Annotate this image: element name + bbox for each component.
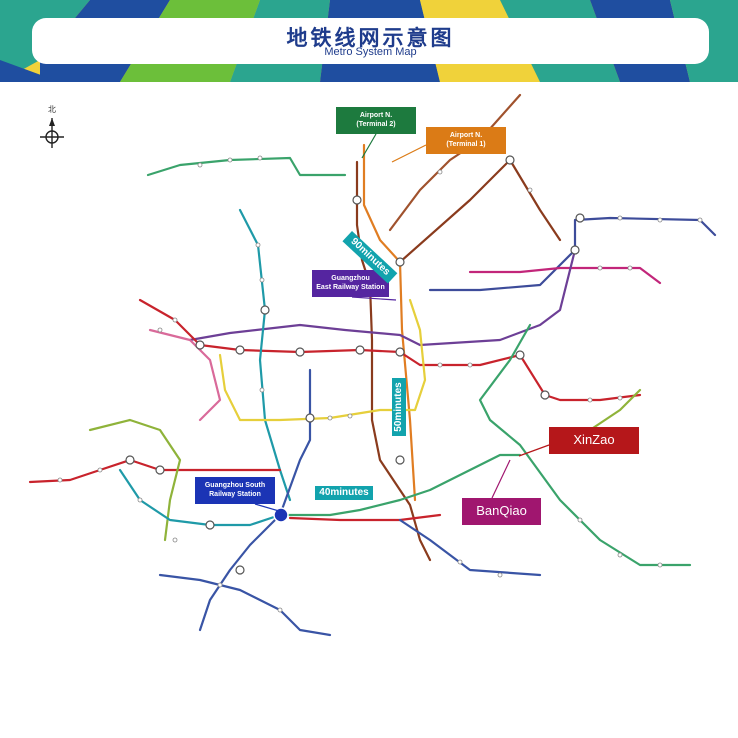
station-interchange[interactable] [295, 347, 305, 357]
station-interchange[interactable] [395, 347, 405, 357]
station-interchange[interactable] [235, 345, 245, 355]
compass-rose-icon [40, 118, 64, 148]
station-interchange[interactable] [352, 195, 362, 205]
callout-line: Railway Station [209, 490, 261, 498]
metro-line-9 [146, 156, 347, 177]
metro-line-guangfo [28, 458, 282, 484]
map-subtitle: Metro System Map [324, 46, 417, 58]
callout-line: Guangzhou South [204, 482, 266, 490]
station-interchange[interactable] [125, 455, 135, 465]
metro-line-7 [278, 453, 522, 517]
north-label: 北 [48, 105, 56, 114]
metro-line-airport-branch [388, 93, 522, 232]
station-interchange[interactable] [195, 340, 205, 350]
north-compass: 北 [38, 104, 66, 150]
metro-line-8 [238, 208, 292, 502]
guangzhou-south-station-marker[interactable] [273, 507, 289, 523]
callout-line: East Railway Station [316, 283, 385, 291]
metro-line-1 [218, 298, 427, 422]
callout-guangzhou-east-station[interactable]: Guangzhou East Railway Station [312, 270, 389, 297]
callout-line: (Terminal 1) [446, 140, 486, 148]
callout-banqiao[interactable]: BanQiao [462, 498, 541, 525]
regular-stations [57, 142, 703, 613]
station-interchange[interactable] [575, 213, 585, 223]
metro-line-2 [198, 368, 312, 632]
metro-line-3-north [355, 160, 432, 562]
metro-line-5 [138, 298, 642, 402]
header-banner: 地铁线网示意图 Metro System Map [0, 0, 738, 82]
station-interchange[interactable] [505, 155, 515, 165]
station-interchange[interactable] [205, 520, 215, 530]
metro-line-guangqing [148, 328, 222, 422]
metro-network-map [28, 93, 717, 637]
metro-line-3-south [398, 518, 542, 577]
station-interchange[interactable] [395, 257, 405, 267]
duration-to-south-station: 40minutes [315, 486, 373, 500]
station-interchange[interactable] [155, 465, 165, 475]
station-interchange[interactable] [355, 345, 365, 355]
metro-line-6 [188, 248, 577, 347]
metro-line-13 [468, 266, 662, 285]
metro-line-22 [288, 513, 442, 522]
callout-line: Airport N. [449, 132, 483, 140]
callout-xinzao[interactable]: XinZao [549, 427, 639, 454]
station-interchange[interactable] [570, 245, 580, 255]
metro-line-14 [398, 158, 562, 264]
metro-line-foshan [88, 418, 182, 542]
callout-airport-north-terminal-1[interactable]: Airport N. (Terminal 1) [426, 127, 506, 154]
title-panel: 地铁线网示意图 Metro System Map [32, 18, 709, 64]
callout-line: Airport N. [359, 112, 393, 120]
callout-line: Guangzhou [331, 275, 370, 283]
station-interchange[interactable] [305, 413, 315, 423]
station-interchange[interactable] [235, 565, 245, 575]
metro-line-21 [428, 216, 717, 292]
map-title: 地铁线网示意图 [286, 26, 455, 50]
station-interchange[interactable] [395, 455, 405, 465]
callout-label: XinZao [573, 432, 615, 448]
station-interchange[interactable] [540, 390, 550, 400]
metro-line-nanhai [118, 468, 282, 527]
metro-line-4 [478, 323, 692, 567]
callout-airport-north-terminal-2[interactable]: Airport N. (Terminal 2) [336, 107, 416, 134]
callout-label: BanQiao [476, 503, 527, 519]
station-interchange[interactable] [515, 350, 525, 360]
duration-to-east-station: 50minutes [392, 378, 406, 436]
metro-line-18 [158, 573, 332, 637]
callout-guangzhou-south-station[interactable]: Guangzhou South Railway Station [195, 477, 275, 504]
station-interchange[interactable] [260, 305, 270, 315]
callout-line: (Terminal 2) [356, 120, 396, 128]
